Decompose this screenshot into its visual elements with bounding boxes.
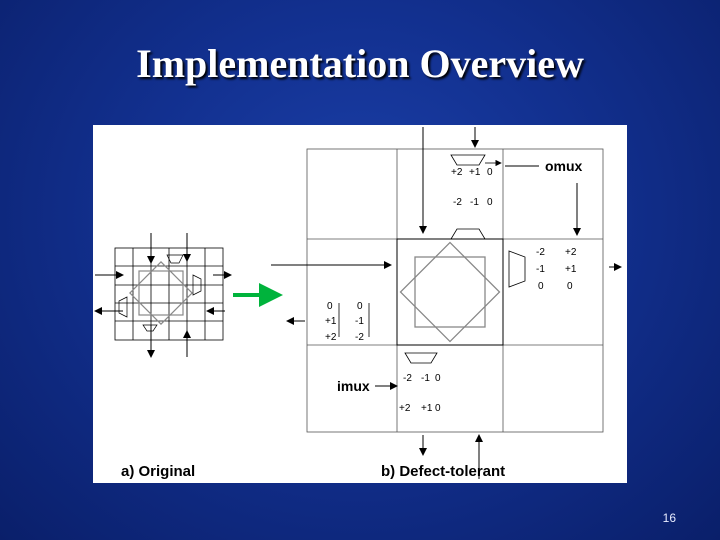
original-grid xyxy=(114,247,224,341)
bottom-mux-row2-label-2: 0 xyxy=(435,403,441,414)
left-mux xyxy=(338,303,370,337)
caption-defect-tolerant: b) Defect-tolerant xyxy=(381,463,505,480)
top-mux-row1-label-2: 0 xyxy=(487,167,493,178)
diagram-canvas: +2 +1 0 -2 -1 0 omux -2 -1 0 +2 +1 0 0 +… xyxy=(94,127,622,480)
defect-tolerant-octagon xyxy=(399,241,501,343)
top-mux-row2-label-1: -1 xyxy=(470,197,479,208)
right-mux xyxy=(508,250,526,288)
bottom-mux-row2-label-1: +1 xyxy=(421,403,433,414)
defect-tolerant-arrows xyxy=(271,127,622,479)
right-mux-col2-label-1: +1 xyxy=(565,264,577,275)
left-mux-col1-label-1: +1 xyxy=(325,316,337,327)
original-octagon xyxy=(129,261,193,325)
caption-original: a) Original xyxy=(121,463,195,480)
bottom-mux xyxy=(404,352,438,364)
bottom-mux-row2-label-0: +2 xyxy=(399,403,411,414)
bottom-mux-row1-label-2: 0 xyxy=(435,373,441,384)
right-mux-col1-label-0: -2 xyxy=(536,247,545,258)
omux-label: omux xyxy=(545,158,583,174)
right-mux-col1-label-2: 0 xyxy=(538,281,544,292)
top-mux-row2-label-2: 0 xyxy=(487,197,493,208)
left-mux-col1-label-0: 0 xyxy=(327,301,333,312)
original-arrows xyxy=(94,233,232,358)
slide-number: 16 xyxy=(662,511,676,525)
original-muxes xyxy=(118,254,202,332)
left-mux-col2-label-2: -2 xyxy=(355,332,364,343)
bottom-mux-row1-label-0: -2 xyxy=(403,373,412,384)
top-mux xyxy=(450,154,502,240)
right-mux-col2-label-2: 0 xyxy=(567,281,573,292)
right-mux-col2-label-0: +2 xyxy=(565,247,577,258)
top-mux-row2-label-0: -2 xyxy=(453,197,462,208)
left-mux-col2-label-0: 0 xyxy=(357,301,363,312)
left-mux-col1-label-2: +2 xyxy=(325,332,337,343)
top-mux-row1-label-1: +1 xyxy=(469,167,481,178)
top-mux-row1-label-0: +2 xyxy=(451,167,463,178)
slide-title: Implementation Overview xyxy=(136,41,584,86)
right-mux-col1-label-1: -1 xyxy=(536,264,545,275)
left-mux-col2-label-1: -1 xyxy=(355,316,364,327)
diagram-figure: +2 +1 0 -2 -1 0 omux -2 -1 0 +2 +1 0 0 +… xyxy=(93,125,627,483)
bottom-mux-row1-label-1: -1 xyxy=(421,373,430,384)
imux-label: imux xyxy=(337,378,370,394)
